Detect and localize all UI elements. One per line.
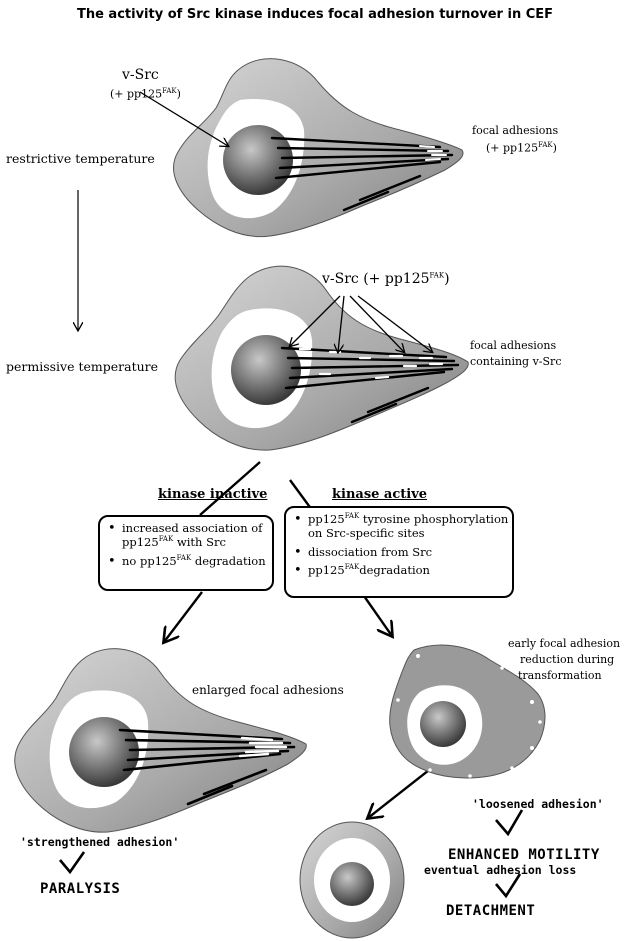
active-item1-prefix: pp125 xyxy=(308,512,345,526)
top-focal-prefix: (+ pp125 xyxy=(486,142,538,155)
enlarged-focal-adhesions-label: enlarged focal adhesions xyxy=(192,684,344,697)
inactive-item2-prefix: no pp125 xyxy=(122,554,177,568)
restrictive-temperature-label: restrictive temperature xyxy=(6,152,155,166)
middle-vsrc-prefix: v-Src (+ pp125 xyxy=(322,271,430,287)
inactive-item2-suffix: degradation xyxy=(191,554,265,568)
top-focal-adhesions-label: focal adhesions xyxy=(472,125,558,137)
bottom-left-cell xyxy=(15,649,307,833)
active-item-degradation: pp125FAKdegradation xyxy=(290,563,512,577)
strengthened-adhesion-label: 'strengthened adhesion' xyxy=(20,836,179,849)
middle-focal-adhesions-sublabel: containing v-Src xyxy=(470,356,561,368)
detachment-outcome: DETACHMENT xyxy=(446,904,535,919)
inactive-item2-sup: FAK xyxy=(177,554,192,562)
top-focal-suffix: ) xyxy=(553,142,557,155)
eventual-adhesion-loss-label: eventual adhesion loss xyxy=(424,864,576,877)
middle-vsrc-suffix: ) xyxy=(444,271,449,287)
vsrc-sublabel: (+ pp125FAK) xyxy=(110,88,181,101)
vsrc-label: v-Src xyxy=(122,68,159,83)
loosened-adhesion-label: 'loosened adhesion' xyxy=(472,798,604,811)
kinase-active-label: kinase active xyxy=(332,488,427,502)
permissive-temperature-label: permissive temperature xyxy=(6,360,158,374)
middle-vsrc-sup: FAK xyxy=(430,271,445,279)
active-item3-prefix: pp125 xyxy=(308,563,345,577)
detached-cell xyxy=(300,822,404,938)
paralysis-outcome: PARALYSIS xyxy=(40,882,120,897)
inactive-item1-sup: FAK xyxy=(159,536,174,544)
middle-focal-adhesions-label: focal adhesions xyxy=(470,340,556,352)
active-item1-sup: FAK xyxy=(345,512,360,520)
vsrc-sub-suffix: ) xyxy=(177,88,181,101)
figure-title: The activity of Src kinase induces focal… xyxy=(0,8,630,22)
vsrc-sub-sup: FAK xyxy=(162,87,177,95)
early-focal-reduction-line1: early focal adhesion xyxy=(508,638,620,650)
active-item1-suffix: tyrosine phosphorylation xyxy=(359,512,508,526)
enhanced-motility-outcome: ENHANCED MOTILITY xyxy=(448,848,600,863)
inactive-item1-suffix: with Src xyxy=(173,535,226,549)
active-item1-line2: on Src-specific sites xyxy=(308,526,425,540)
early-focal-reduction-line3: transformation xyxy=(518,670,602,682)
inactive-item-no-degradation: no pp125FAK degradation xyxy=(104,554,272,568)
active-item3-suffix: degradation xyxy=(359,563,430,577)
vsrc-sub-prefix: (+ pp125 xyxy=(110,88,162,101)
active-item-dissociation: dissociation from Src xyxy=(290,545,512,559)
top-cell xyxy=(140,59,463,237)
kinase-inactive-label: kinase inactive xyxy=(158,488,267,502)
inactive-item1-prefix: pp125 xyxy=(122,535,159,549)
top-focal-sup: FAK xyxy=(538,141,553,149)
top-focal-adhesions-sublabel: (+ pp125FAK) xyxy=(486,142,557,155)
active-item3-sup: FAK xyxy=(345,563,360,571)
middle-vsrc-label: v-Src (+ pp125FAK) xyxy=(322,272,450,287)
early-focal-reduction-line2: reduction during xyxy=(520,654,614,666)
inactive-item1-line1: increased association of xyxy=(122,521,262,535)
middle-cell xyxy=(175,266,468,450)
